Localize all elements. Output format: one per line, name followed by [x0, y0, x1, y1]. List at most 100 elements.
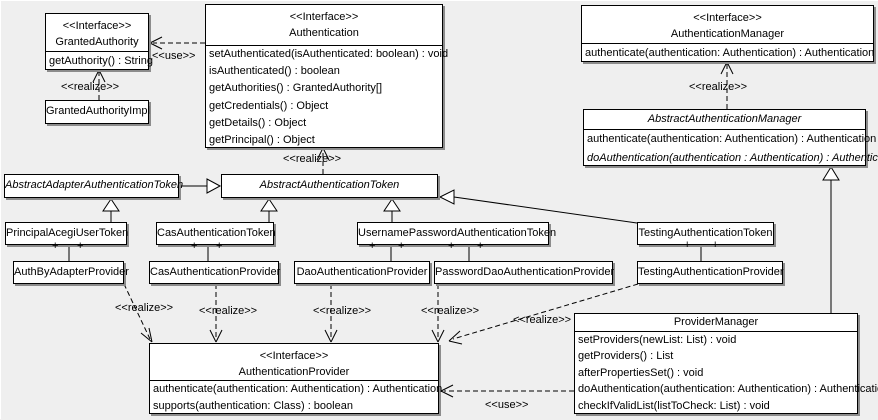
class-name: AbstractAuthenticationToken	[259, 179, 400, 191]
class-cas-authentication-token[interactable]: CasAuthenticationToken	[156, 222, 276, 245]
stereotype: <<Interface>>	[693, 12, 762, 24]
method: doAuthentication(authentication: Authent…	[578, 383, 878, 396]
class-authentication-provider[interactable]: <<Interface>> AuthenticationProvider aut…	[149, 343, 443, 415]
method: supports(authentication: Class) : boolea…	[153, 399, 353, 412]
stereotype: <<Interface>>	[289, 11, 359, 23]
edge-gen-usernamepasswordtoken	[383, 198, 401, 222]
class-principal-acegi-user-token[interactable]: PrincipalAcegiUserToken	[5, 222, 129, 245]
class-testing-authentication-token[interactable]: TestingAuthenticationToken	[637, 222, 774, 245]
class-provider-manager[interactable]: ProviderManager setProviders(newList: Li…	[574, 313, 878, 414]
association-end-label: +	[398, 240, 405, 252]
method-compartment: authenticate(authentication: Authenticat…	[584, 129, 878, 167]
class-header: ProviderManager	[575, 314, 857, 331]
class-cas-authentication-provider[interactable]: CasAuthenticationProvider	[149, 261, 281, 284]
method: authenticate(authentication: Authenticat…	[587, 133, 877, 145]
edge-realize-grantedauthorityimpl	[92, 69, 106, 100]
association-end-label: +	[52, 240, 59, 252]
class-testing-authentication-provider[interactable]: TestingAuthenticationProvider	[637, 261, 784, 284]
edge-realize-abstractauthenticationtoken	[316, 147, 330, 174]
class-header: <<Interface>> Authentication	[206, 5, 442, 45]
association-end-label: +	[448, 240, 455, 252]
use-label: <<use>>	[152, 50, 196, 62]
class-name: GrantedAuthorityImpl	[46, 105, 150, 117]
association-end-label: +	[369, 240, 376, 252]
class-abstract-authentication-manager[interactable]: AbstractAuthenticationManager authentica…	[583, 109, 878, 167]
association-end-label: +	[477, 240, 484, 252]
method: doAuthentication(authentication : Authen…	[587, 151, 878, 164]
association-end-label: +	[77, 240, 84, 252]
class-name: ProviderManager	[673, 316, 759, 328]
method: authenticate(authentication: Authenticat…	[153, 383, 443, 395]
edge-realize-abstractauthenticationmanager	[720, 61, 734, 109]
association-end-label: +	[712, 239, 719, 251]
method: getAuthorities() : GrantedAuthority[]	[209, 82, 383, 95]
class-name: AuthenticationManager	[670, 28, 785, 40]
class-name: CasAuthenticationToken	[157, 227, 276, 239]
class-name: CasAuthenticationProvider	[150, 266, 281, 278]
method: getDetails() : Object	[209, 116, 307, 129]
method: getProviders() : List	[578, 350, 674, 363]
class-granted-authority-impl[interactable]: GrantedAuthorityImpl	[45, 100, 150, 124]
edge-gen-abstractadapter	[179, 178, 222, 194]
method-compartment: authenticate(authentication: Authenticat…	[150, 380, 443, 415]
method: checkIfValidList(listToCheck: List) : vo…	[578, 399, 770, 412]
method: getCredentials() : Object	[209, 99, 329, 112]
class-name: PrincipalAcegiUserToken	[6, 227, 129, 239]
method: setProviders(newList: List) : void	[578, 334, 737, 346]
class-auth-by-adapter-provider[interactable]: AuthByAdapterProvider	[13, 261, 129, 284]
class-name: GrantedAuthority	[55, 36, 139, 48]
class-abstract-adapter-authentication-token[interactable]: AbstractAdapterAuthenticationToken	[4, 174, 184, 198]
edge-gen-providermanager	[822, 166, 840, 313]
class-name: AbstractAuthenticationManager	[647, 113, 802, 125]
stereotype: <<Interface>>	[62, 20, 132, 32]
edge-realize-casauthenticationprovider	[209, 284, 223, 343]
method: afterPropertiesSet() : void	[578, 366, 704, 379]
realize-label: <<realize>>	[421, 305, 480, 317]
realize-label: <<realize>>	[199, 305, 258, 317]
association-end-label: +	[216, 240, 223, 252]
class-password-dao-authentication-provider[interactable]: PasswordDaoAuthenticationProvider	[434, 261, 615, 284]
class-name: PasswordDaoAuthenticationProvider	[435, 266, 615, 278]
method: getAuthority() : String	[49, 55, 153, 67]
class-name: UsernamePasswordAuthenticationToken	[358, 227, 557, 239]
class-dao-authentication-provider[interactable]: DaoAuthenticationProvider	[294, 261, 430, 284]
method-compartment: getAuthority() : String	[46, 51, 153, 70]
edge-realize-passworddaoprovider	[431, 284, 445, 343]
edge-gen-testingtoken	[438, 189, 638, 224]
class-name: AbstractAdapterAuthenticationToken	[5, 179, 184, 191]
class-authentication[interactable]: <<Interface>> Authentication setAuthenti…	[205, 4, 449, 149]
class-header: <<Interface>> AuthenticationManager	[582, 6, 873, 43]
association-end-label: +	[191, 240, 198, 252]
realize-label: <<realize>>	[689, 81, 748, 93]
class-name: TestingAuthenticationProvider	[638, 266, 784, 278]
realize-label: <<realize>>	[61, 81, 120, 93]
association-end-label: +	[684, 239, 691, 251]
class-name: Authentication	[289, 27, 359, 39]
class-abstract-authentication-token[interactable]: AbstractAuthenticationToken	[221, 174, 438, 198]
method: getPrincipal() : Object	[209, 134, 315, 147]
method: isAuthenticated() : boolean	[209, 65, 340, 78]
edge-gen-principalacegiusertoken	[102, 198, 120, 222]
method: authenticate(authentication: Authenticat…	[585, 47, 875, 59]
class-name: TestingAuthenticationToken	[638, 227, 773, 239]
class-authentication-manager[interactable]: <<Interface>> AuthenticationManager auth…	[581, 5, 874, 62]
edge-gen-casauthenticationtoken	[260, 198, 278, 222]
class-name: DaoAuthenticationProvider	[296, 266, 428, 278]
realize-label: <<realize>>	[513, 314, 572, 326]
method-compartment: authenticate(authentication: Authenticat…	[582, 43, 875, 62]
class-username-password-authentication-token[interactable]: UsernamePasswordAuthenticationToken	[357, 222, 557, 245]
edge-use-providermanager	[440, 384, 574, 398]
method-compartment: setAuthenticated(isAuthenticated: boolea…	[206, 45, 449, 149]
class-granted-authority[interactable]: <<Interface>> GrantedAuthority getAuthor…	[45, 13, 153, 70]
realize-label: <<realize>>	[313, 305, 372, 317]
class-header: AbstractAuthenticationManager	[584, 110, 865, 129]
method: setAuthenticated(isAuthenticated: boolea…	[209, 48, 449, 60]
class-header: <<Interface>> GrantedAuthority	[46, 14, 148, 51]
edge-realize-daoauthenticationprovider	[324, 284, 338, 343]
method-compartment: setProviders(newList: List) : void getPr…	[575, 331, 878, 414]
realize-label: <<realize>>	[283, 153, 342, 165]
edge-realize-authbyadapterprovider	[123, 283, 153, 343]
stereotype: <<Interface>>	[259, 350, 329, 362]
